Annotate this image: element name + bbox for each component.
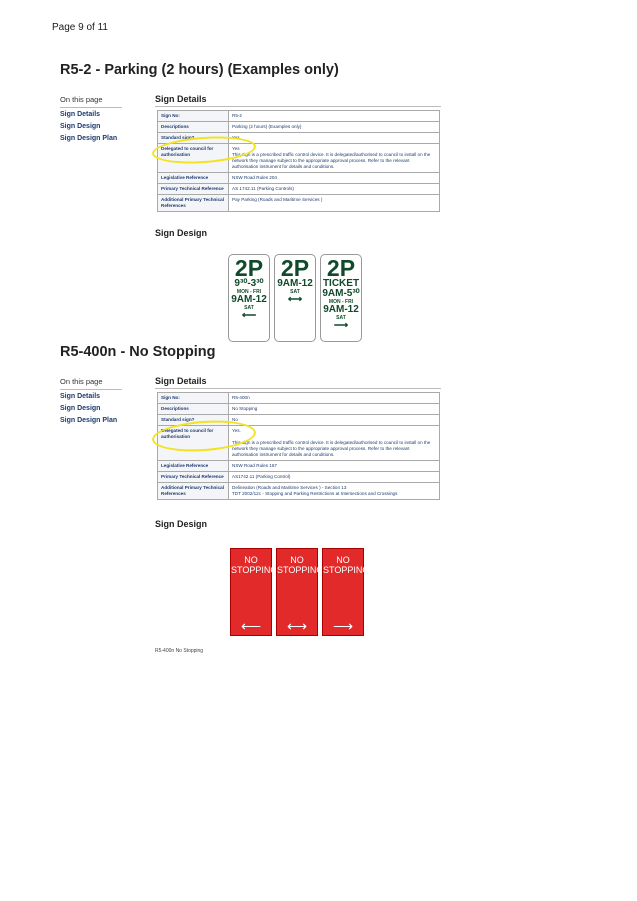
row-label: Legislative Reference <box>157 172 229 184</box>
row-value: Yes. This sign is a prescribed traffic c… <box>228 425 440 461</box>
table-row: Sign No:R5-2 <box>157 110 440 122</box>
divider <box>155 106 441 107</box>
arrow-icon: ⟶ <box>333 320 349 331</box>
row-value: R5-2 <box>228 110 440 122</box>
on-this-page-label: On this page <box>60 95 122 108</box>
table-row: Sign No:R5-400n <box>157 392 440 404</box>
nav-link[interactable]: Sign Design <box>60 405 101 412</box>
sign-details-heading: Sign Details <box>155 376 207 386</box>
image-caption: R5-400n No Stopping <box>155 648 204 654</box>
row-value: Yes This sign is a prescribed traffic co… <box>228 143 440 173</box>
no-stopping-sign: NO STOPPING⟵ <box>230 548 277 636</box>
row-value: NSW Road Rules 167 <box>228 460 440 472</box>
nav-link[interactable]: Sign Design Plan <box>60 417 118 424</box>
row-label: Sign No: <box>157 392 229 404</box>
arrow-icon: ⟵ <box>240 618 262 634</box>
row-value: No <box>228 414 440 426</box>
row-label: Sign No: <box>157 110 229 122</box>
row-label: Legislative Reference <box>157 460 229 472</box>
row-value: AS1742.11 (Parking Control) <box>228 471 440 483</box>
row-label: Descriptions <box>157 403 229 415</box>
row-label: Descriptions <box>157 121 229 133</box>
row-value: Parking (2 hours) (Examples only) <box>228 121 440 133</box>
row-label: Primary Technical Reference <box>157 183 229 195</box>
row-value: Delineation (Roads and Maritime Services… <box>228 482 440 500</box>
row-label: Primary Technical Reference <box>157 471 229 483</box>
sign-design-heading: Sign Design <box>155 519 208 529</box>
nav-link[interactable]: Sign Design Plan <box>60 135 118 142</box>
nav-link[interactable]: Sign Design <box>60 123 101 130</box>
arrow-icon: ⟶ <box>332 618 354 634</box>
on-this-page-label: On this page <box>60 377 122 390</box>
row-value: No Stopping <box>228 403 440 415</box>
row-value: NSW Road Rules 204 <box>228 172 440 184</box>
nav-link[interactable]: Sign Details <box>60 393 101 400</box>
row-label: Additional Primary Technical References <box>157 482 229 500</box>
arrow-icon: ⟷ <box>286 618 308 634</box>
nav-link[interactable]: Sign Details <box>60 111 101 118</box>
divider <box>155 388 441 389</box>
sign-details-heading: Sign Details <box>155 94 207 104</box>
sign-images: NO STOPPING⟵NO STOPPING⟷NO STOPPING⟶ <box>230 548 369 636</box>
row-label: Delegated to council for authorisation <box>157 425 229 461</box>
no-stopping-sign: NO STOPPING⟷ <box>276 548 323 636</box>
row-value: R5-400n <box>228 392 440 404</box>
section-title: R5-2 - Parking (2 hours) (Examples only) <box>60 62 339 78</box>
row-label: Additional Primary Technical References <box>157 194 229 212</box>
arrow-icon: ⟷ <box>287 294 303 305</box>
page-number: Page 9 of 11 <box>52 22 108 33</box>
row-value: AS 1742.11 (Parking Controls) <box>228 183 440 195</box>
arrow-icon: ⟵ <box>241 310 257 321</box>
section-title: R5-400n - No Stopping <box>60 344 216 360</box>
row-value: Pay Parking (Roads and Maritime Services… <box>228 194 440 212</box>
no-stopping-sign: NO STOPPING⟶ <box>322 548 369 636</box>
table-row: Standard sign?No <box>157 414 440 426</box>
sign-design-heading: Sign Design <box>155 228 208 238</box>
row-value: Yes <box>228 132 440 144</box>
